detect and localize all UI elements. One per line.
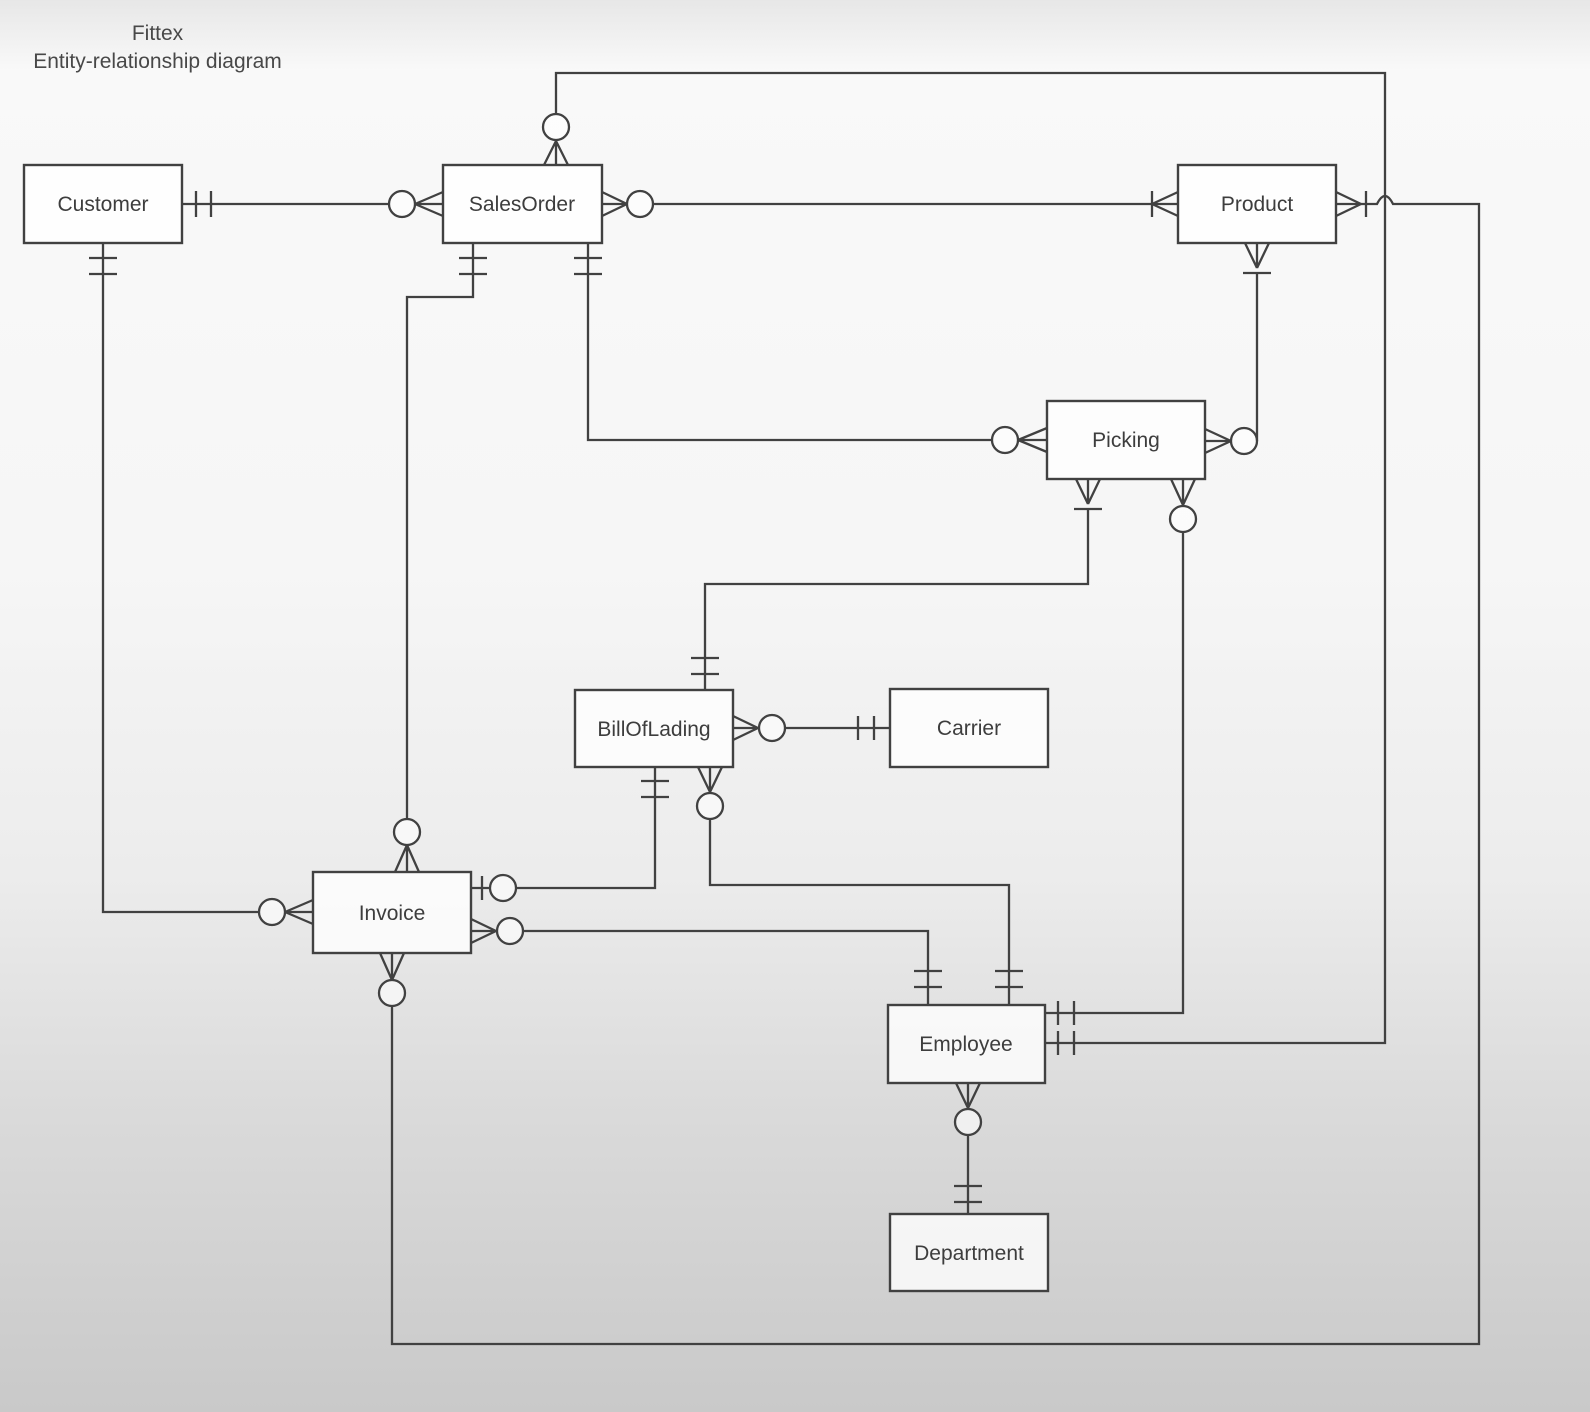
- cardinality-ticks-one-and-only-one: [459, 256, 487, 276]
- crowfoot-many: [1335, 190, 1362, 218]
- cardinality-ticks-one-and-only-one: [89, 256, 117, 276]
- cardinality-circle-zero: [495, 916, 525, 946]
- cardinality-circle-zero: [990, 425, 1020, 455]
- cardinality-circle-zero: [392, 817, 422, 847]
- edge-customer-invoice: [89, 243, 314, 927]
- diagram-title-line2: Entity-relationship diagram: [33, 50, 282, 73]
- crowfoot-many: [542, 140, 570, 166]
- entity-department[interactable]: Department: [888, 1212, 1050, 1293]
- cardinality-ticks-one-and-only-one: [954, 1184, 982, 1204]
- edge-billoflading-employee: [695, 766, 1023, 1005]
- entity-product[interactable]: Product: [1176, 163, 1338, 245]
- edge-picking-employee: [1045, 478, 1198, 1025]
- entity-label: Carrier: [937, 717, 1001, 740]
- entity-label: Employee: [919, 1033, 1012, 1056]
- relationship-line: [554, 71, 1387, 1045]
- crowfoot-many: [1243, 242, 1271, 269]
- entity-box[interactable]: [886, 1003, 1047, 1085]
- entity-label: Department: [914, 1242, 1024, 1265]
- edge-salesorder-picking: [574, 243, 1048, 455]
- edge-salesorder-invoice: [392, 243, 487, 873]
- edge-customer-salesorder: [182, 189, 444, 219]
- relationship-line: [523, 929, 930, 1005]
- cardinality-circle-zero: [541, 112, 571, 142]
- entity-employee[interactable]: Employee: [886, 1003, 1047, 1085]
- edge-invoice-billoflading: [471, 767, 669, 903]
- entity-label: Picking: [1092, 429, 1160, 452]
- edge-salesorder-employee: [541, 71, 1387, 1055]
- cardinality-ticks-one-and-only-one: [1056, 1031, 1076, 1055]
- entity-billoflading[interactable]: BillOfLading: [573, 688, 735, 769]
- entity-box[interactable]: [22, 163, 184, 245]
- cardinality-ticks-one-and-only-one: [691, 656, 719, 676]
- crowfoot-many: [696, 766, 724, 793]
- entity-box[interactable]: [441, 163, 604, 245]
- cardinality-circle-zero: [625, 189, 655, 219]
- cardinality-ticks-one-and-only-one: [1056, 1001, 1076, 1025]
- entity-box[interactable]: [1176, 163, 1338, 245]
- cardinality-ticks-one-and-only-one: [995, 969, 1023, 989]
- relationship-line: [405, 243, 475, 819]
- crowfoot-many: [1204, 427, 1232, 455]
- entity-salesorder[interactable]: SalesOrder: [441, 163, 604, 245]
- entity-label: BillOfLading: [597, 718, 710, 741]
- cardinality-ticks-one-and-only-one: [914, 969, 942, 989]
- crowfoot-many: [378, 952, 406, 981]
- cardinality-circle-zero: [377, 978, 407, 1008]
- edge-employee-department: [953, 1082, 983, 1214]
- entity-picking[interactable]: Picking: [1045, 399, 1207, 481]
- cardinality-circle-zero: [387, 189, 417, 219]
- entity-box[interactable]: [573, 688, 735, 769]
- crowfoot-many: [284, 898, 314, 926]
- entity-label: Product: [1221, 193, 1294, 216]
- crowfoot-many: [414, 190, 444, 218]
- cardinality-circle-zero: [1168, 504, 1198, 534]
- cardinality-circle-zero: [488, 873, 518, 903]
- cardinality-circle-zero: [757, 713, 787, 743]
- cardinality-circle-zero: [257, 897, 287, 927]
- cardinality-ticks-one-and-only-one: [194, 191, 213, 217]
- edge-product-picking: [1204, 242, 1271, 456]
- crowfoot-many: [601, 190, 628, 218]
- relationship-line: [708, 819, 1011, 1005]
- edge-billoflading-carrier: [732, 713, 890, 743]
- diagram-title-line1: Fittex: [131, 22, 184, 45]
- entity-carrier[interactable]: Carrier: [888, 687, 1050, 769]
- cardinality-ticks-one-and-only-one: [641, 779, 669, 799]
- entity-box[interactable]: [311, 870, 473, 955]
- diagram-title: Fittex Entity-relationship diagram: [15, 20, 300, 76]
- cardinality-circle-zero: [1229, 426, 1259, 456]
- cardinality-circle-zero: [953, 1107, 983, 1137]
- crowfoot-many: [470, 917, 497, 945]
- entity-customer[interactable]: Customer: [22, 163, 184, 245]
- entity-label: Customer: [57, 193, 148, 216]
- crowfoot-many: [954, 1082, 982, 1109]
- entity-invoice[interactable]: Invoice: [311, 870, 473, 955]
- crowfoot-many: [1017, 426, 1048, 454]
- relationship-line: [390, 194, 1481, 1346]
- crowfoot-many: [393, 844, 421, 873]
- relationship-line: [703, 509, 1090, 690]
- relationship-line: [516, 767, 657, 890]
- edge-salesorder-product: [601, 189, 1179, 219]
- crowfoot-many: [732, 714, 759, 742]
- edge-picking-billoflading: [691, 478, 1102, 690]
- edge-invoice-employee: [470, 916, 942, 1005]
- crowfoot-many: [1146, 190, 1179, 218]
- entity-label: SalesOrder: [469, 193, 575, 216]
- entity-label: Invoice: [359, 902, 426, 925]
- cardinality-circle-zero: [695, 791, 725, 821]
- entity-box[interactable]: [1045, 399, 1207, 481]
- entity-box[interactable]: [888, 687, 1050, 769]
- crowfoot-many: [1074, 478, 1102, 505]
- entity-box[interactable]: [888, 1212, 1050, 1293]
- cardinality-ticks-one-and-only-one: [856, 716, 876, 740]
- crowfoot-many: [1169, 478, 1197, 506]
- relationship-line: [1045, 532, 1185, 1015]
- cardinality-ticks-one-and-only-one: [574, 256, 602, 276]
- relationship-line: [586, 243, 992, 442]
- relationship-line: [101, 243, 259, 914]
- edge-product-invoice: [377, 190, 1481, 1346]
